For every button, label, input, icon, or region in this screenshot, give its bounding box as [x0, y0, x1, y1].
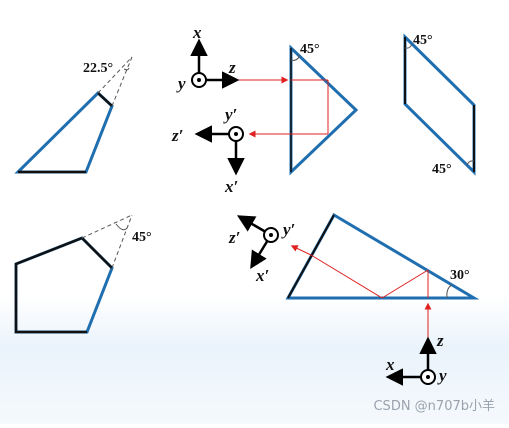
z-prime-axis-label: z′: [171, 126, 183, 145]
pentagon-black-edges: [14, 236, 87, 334]
wedge-outline: [285, 212, 480, 300]
angle-label-45-top: 45°: [413, 33, 433, 48]
watermark: CSDN @n707b小羊: [373, 399, 495, 414]
angle-arc-45-pentagon: [115, 223, 128, 231]
wedge-x-axis-label: x: [385, 355, 395, 374]
angle-label-45-bottom: 45°: [432, 162, 452, 177]
trapezoid-extension-line-2: [111, 56, 133, 107]
wedge-ray-internal-2: [381, 269, 429, 299]
y-axis-label: y: [176, 74, 186, 93]
angle-label-30: 30°: [450, 268, 470, 283]
angle-arc-22-5: [123, 67, 130, 71]
trapezoid-outline: [14, 90, 114, 174]
x-prime-axis-label: x′: [224, 177, 238, 196]
y-prime-axis-dot-center: [234, 132, 238, 136]
pentagon-prism-figure: 45°: [14, 214, 152, 334]
angle-arc-45-right-prism: [290, 54, 301, 61]
trapezoid-mirror-edge: [97, 92, 113, 107]
angle-arc-45-bottom: [466, 160, 475, 166]
right-angle-prism-figure: 45° x z y y′ z′ x′: [171, 23, 359, 196]
wedge-ray-out: [290, 245, 312, 256]
angle-label-22-5: 22.5°: [83, 61, 113, 76]
wedge-y-axis-dot-center: [426, 375, 430, 379]
trapezoid-extension-line-1: [97, 56, 133, 94]
pentagon-mirror-edge: [81, 237, 113, 269]
angle-arc-45-top: [404, 43, 413, 49]
wedge-input-coordinate-frame: z x y: [385, 331, 447, 386]
rhomboid-prism-figure: 45° 45°: [403, 33, 476, 177]
x-axis-label: x: [192, 23, 202, 42]
z-axis-label: z: [228, 58, 236, 77]
output-coordinate-frame: y′ z′ x′: [171, 105, 245, 196]
y-axis-dot-center: [197, 78, 201, 82]
y-prime-axis-label: y′: [223, 105, 237, 124]
wedge-x-prime-axis-label: x′: [255, 266, 269, 285]
trapezoid-prism-figure: 22.5°: [14, 56, 133, 174]
wedge-z-prime-axis-label: z′: [228, 228, 240, 247]
wedge-y-prime-axis-label: y′: [281, 220, 295, 239]
wedge-z-axis-label: z: [436, 331, 444, 350]
pentagon-extension-line-2: [111, 214, 133, 269]
right-angle-prism-outline: [289, 44, 359, 176]
wedge-y-axis-label: y: [437, 366, 447, 385]
rhomboid-outline: [403, 33, 476, 176]
angle-label-45-pentagon: 45°: [132, 230, 152, 245]
angle-label-45-right-prism: 45°: [300, 42, 320, 57]
input-coordinate-frame: x z y: [176, 23, 240, 93]
angle-arc-30: [446, 284, 453, 299]
wedge-output-coordinate-frame: z′ y′ x′: [228, 215, 295, 285]
pentagon-extension-line-1: [81, 214, 133, 239]
wedge-ray-internal-3: [310, 254, 383, 299]
wedge-left-face: [287, 214, 335, 299]
wedge-y-prime-axis-dot-center: [269, 233, 273, 237]
wedge-prism-figure: 30° z x y z′ y′ x′: [228, 212, 480, 386]
